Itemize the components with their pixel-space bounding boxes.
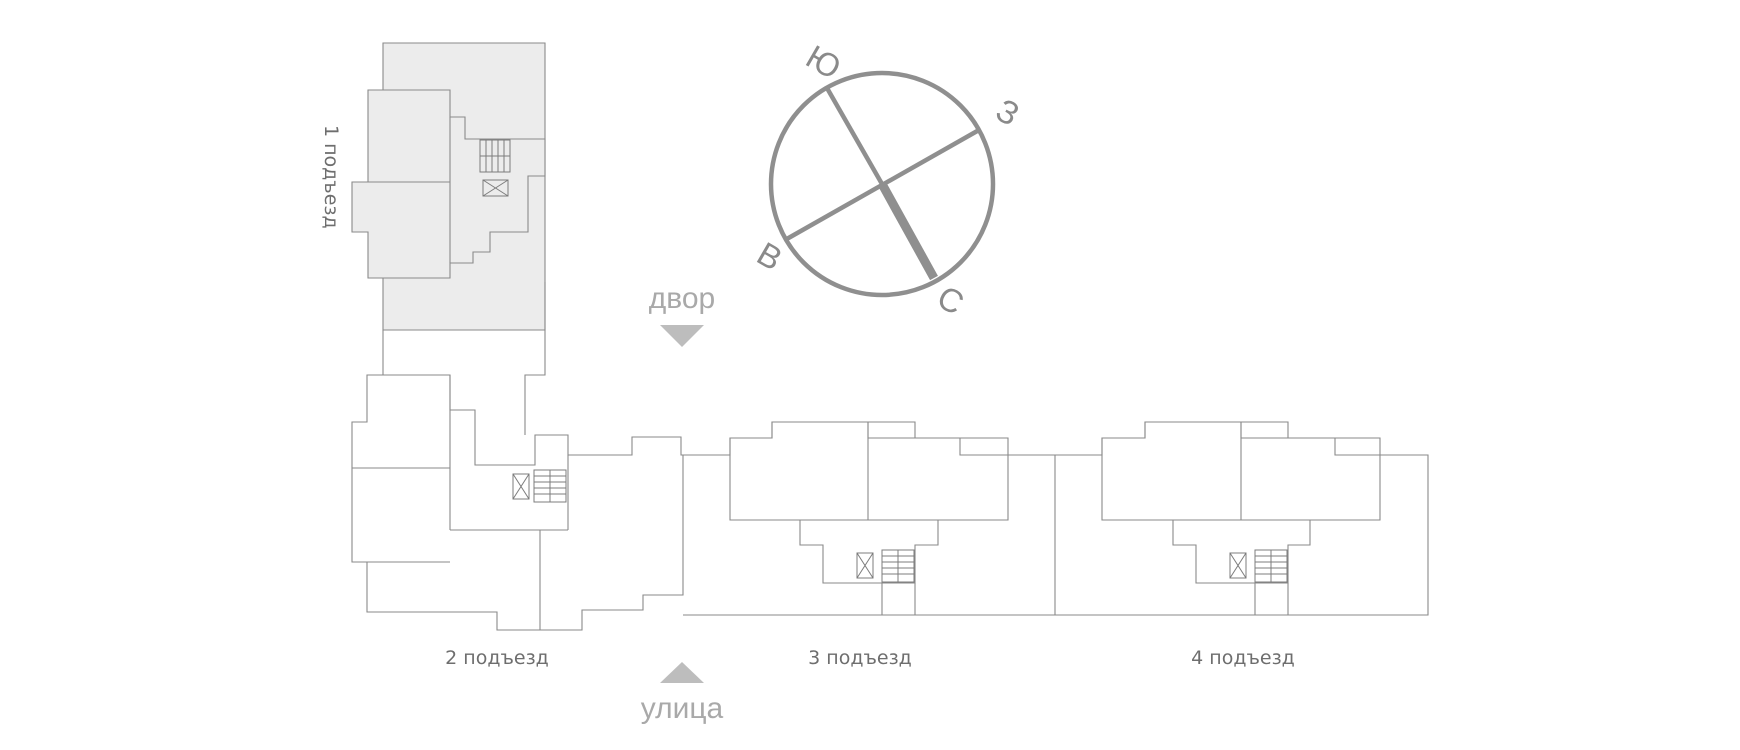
stair-icon <box>479 139 511 173</box>
entrance-label-2: 2 подъезд <box>445 647 549 669</box>
elevator-icon <box>512 473 530 500</box>
compass: Ю З В С <box>751 38 1026 322</box>
section-2[interactable] <box>351 330 684 631</box>
compass-west-letter: З <box>990 91 1026 133</box>
stair-icon <box>881 549 915 583</box>
yard-label: двор <box>649 282 715 315</box>
compass-north-letter: С <box>931 278 970 322</box>
compass-east-letter: В <box>751 235 789 278</box>
street-arrow-icon <box>660 662 704 683</box>
stair-icon <box>533 469 567 503</box>
section-3[interactable] <box>683 421 1056 616</box>
elevator-icon <box>1229 552 1247 579</box>
entrance-label-1: 1 подъезд <box>320 125 342 229</box>
section-4[interactable] <box>1055 421 1429 616</box>
section-1[interactable] <box>351 42 546 331</box>
entrance-label-3: 3 подъезд <box>808 647 912 669</box>
elevator-icon <box>856 552 874 579</box>
street-label: улица <box>641 692 724 725</box>
entrance-label-4: 4 подъезд <box>1191 647 1295 669</box>
compass-north-needle <box>878 181 938 281</box>
stair-icon <box>1254 549 1288 583</box>
elevator-icon <box>482 179 509 197</box>
yard-arrow-icon <box>660 325 704 347</box>
compass-south-half <box>825 86 884 186</box>
